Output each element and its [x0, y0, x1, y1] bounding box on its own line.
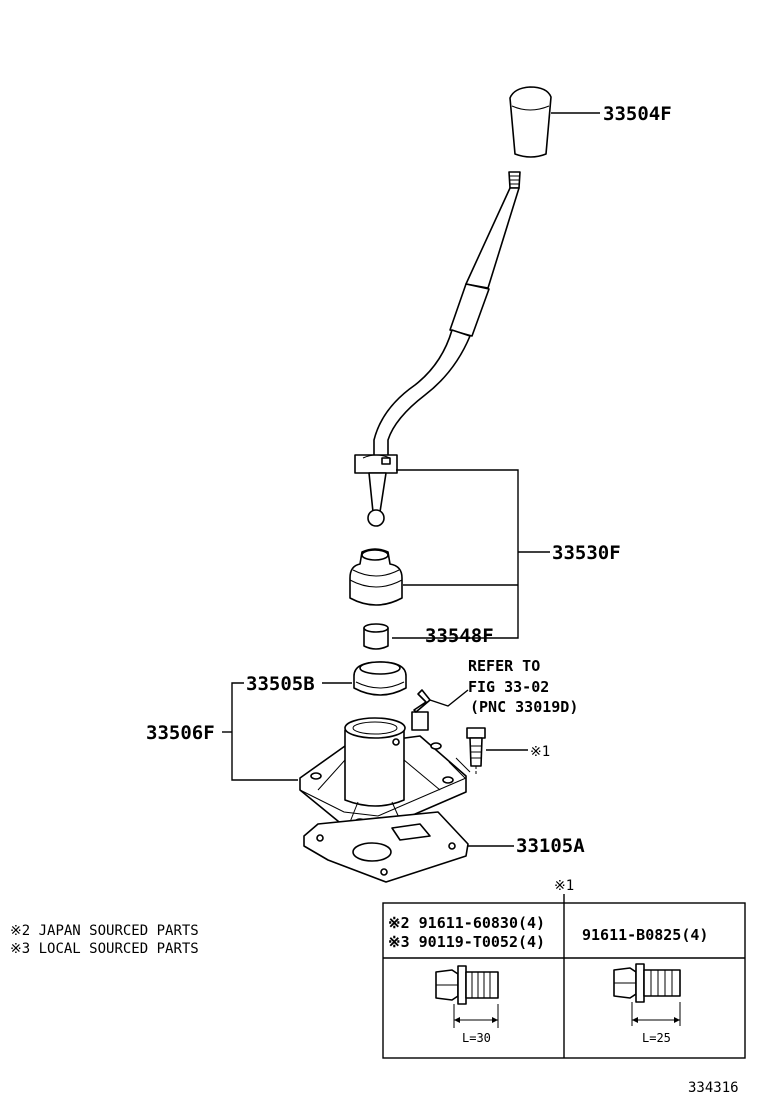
flange-bolt-left	[435, 965, 499, 1005]
retainer-housing[interactable]	[299, 717, 467, 831]
note-local-sourced: ※3 LOCAL SOURCED PARTS	[10, 941, 199, 957]
table-left-row2[interactable]: ※3 90119-T0052(4)	[388, 933, 545, 951]
note-japan-sourced: ※2 JAPAN SOURCED PARTS	[10, 923, 199, 939]
fastener-table: ※1 ※2 91611-60830(4) ※3 90119-T0052(4) 9…	[382, 878, 746, 1059]
figure-id: 334316	[688, 1080, 739, 1096]
refer-line2[interactable]: FIG 33-02	[468, 678, 549, 696]
length-left: L=30	[462, 1031, 491, 1045]
table-right-row1[interactable]: 91611-B0825(4)	[582, 926, 708, 944]
breather-elbow[interactable]	[411, 689, 469, 731]
table-left-row1[interactable]: ※2 91611-60830(4)	[388, 914, 545, 932]
length-right: L=25	[642, 1031, 671, 1045]
seat-ring[interactable]	[353, 661, 407, 696]
shift-knob[interactable]	[509, 86, 552, 158]
bracket-lever	[392, 469, 519, 639]
refer-line1: REFER TO	[468, 657, 540, 675]
bolt[interactable]	[466, 727, 486, 767]
label-33105A[interactable]: 33105A	[516, 835, 585, 857]
label-33506F[interactable]: 33506F	[146, 722, 215, 744]
refer-line3: (PNC 33019D)	[470, 698, 578, 716]
label-33548F[interactable]: 33548F	[425, 625, 494, 647]
bracket-retainer	[231, 682, 298, 781]
shift-lever[interactable]	[354, 171, 521, 527]
bushing[interactable]	[363, 623, 389, 650]
label-33505B[interactable]: 33505B	[246, 673, 315, 695]
bolt-marker[interactable]: ※1	[530, 744, 550, 760]
gasket[interactable]	[303, 811, 469, 883]
label-33530F[interactable]: 33530F	[552, 542, 621, 564]
label-33504F[interactable]: 33504F	[603, 103, 672, 125]
table-header-marker: ※1	[554, 878, 574, 894]
lever-boot[interactable]	[349, 548, 403, 606]
flange-bolt-right	[613, 963, 681, 1003]
